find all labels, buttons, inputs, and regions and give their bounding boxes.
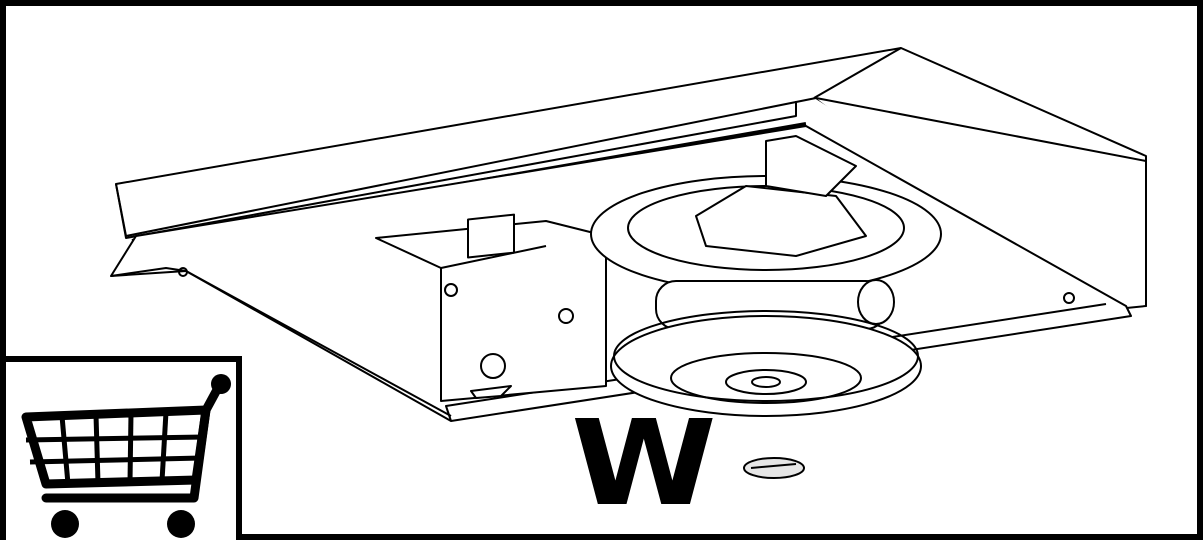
callout-label-w: W xyxy=(571,394,717,532)
hood-front-lip xyxy=(115,101,797,239)
range-hood-illustration xyxy=(110,47,1147,479)
shopping-cart-box[interactable] xyxy=(0,356,242,540)
shopping-cart-icon xyxy=(21,374,231,538)
light-lens xyxy=(610,315,922,417)
part-w-icon xyxy=(743,457,805,479)
